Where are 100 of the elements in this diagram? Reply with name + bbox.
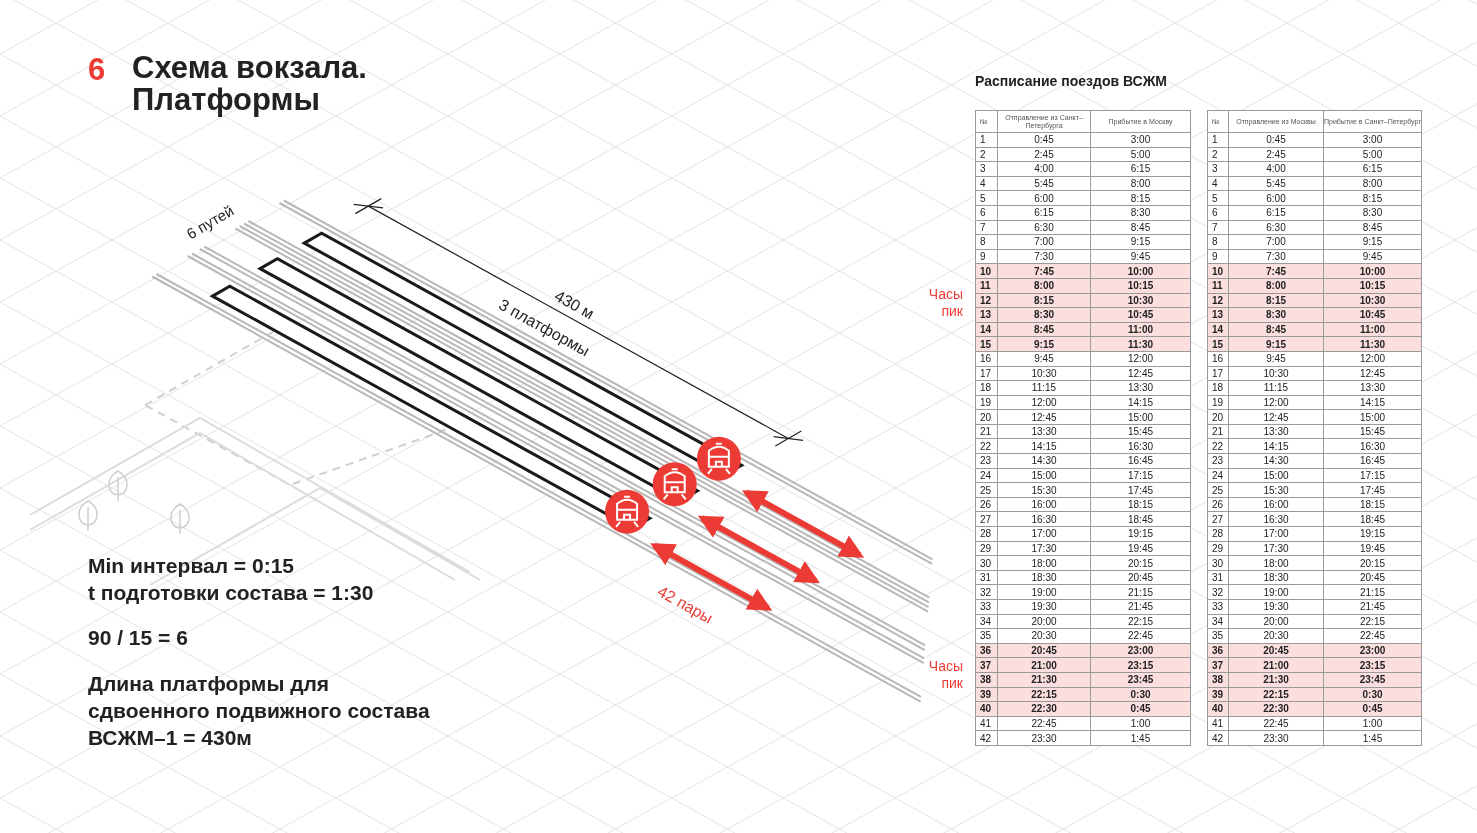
time-cell: 13:30 xyxy=(1090,380,1191,396)
time-cell: 17:00 xyxy=(1228,526,1324,542)
time-cell: 16:30 xyxy=(1090,438,1191,454)
time-cell: 12:00 xyxy=(1228,395,1324,410)
interval-note: Min интервал = 0:15 xyxy=(88,554,294,578)
time-cell: 14:30 xyxy=(1228,453,1324,469)
time-cell: 0:45 xyxy=(997,132,1091,148)
row-number: 28 xyxy=(975,526,998,542)
row-number: 31 xyxy=(1207,570,1229,585)
time-cell: 3:00 xyxy=(1090,132,1191,148)
time-cell: 12:45 xyxy=(997,409,1091,425)
preparation-note: t подготовки состава = 1:30 xyxy=(88,581,374,605)
row-number: 16 xyxy=(1207,351,1229,366)
time-cell: 4:00 xyxy=(997,161,1091,177)
time-cell: 20:15 xyxy=(1323,555,1422,571)
time-cell: 19:45 xyxy=(1090,541,1191,556)
row-number: 27 xyxy=(975,511,998,527)
time-cell: 21:45 xyxy=(1323,599,1422,615)
time-cell: 9:15 xyxy=(1323,234,1422,250)
time-cell: 20:45 xyxy=(1323,570,1422,585)
time-cell: 16:00 xyxy=(1228,497,1324,512)
time-cell: 9:45 xyxy=(1228,351,1324,366)
time-cell: 6:15 xyxy=(1228,205,1324,221)
time-cell: 9:45 xyxy=(1090,249,1191,264)
row-number: 6 xyxy=(1207,205,1229,221)
row-number: 23 xyxy=(1207,453,1229,469)
row-number: 42 xyxy=(1207,730,1229,746)
row-number: 22 xyxy=(1207,438,1229,454)
row-number: 34 xyxy=(1207,614,1229,629)
row-number: 33 xyxy=(1207,599,1229,615)
time-cell: 15:00 xyxy=(1323,409,1422,425)
row-number: 21 xyxy=(1207,424,1229,439)
time-cell: 20:00 xyxy=(997,614,1091,629)
time-cell: 7:30 xyxy=(997,249,1091,264)
time-cell: 19:30 xyxy=(997,599,1091,615)
time-cell: 18:45 xyxy=(1323,511,1422,527)
time-cell: 14:15 xyxy=(997,438,1091,454)
time-cell: 14:15 xyxy=(1090,395,1191,410)
time-cell: 18:00 xyxy=(1228,555,1324,571)
train-pairs-label: 42 пары xyxy=(654,582,716,628)
row-number: 29 xyxy=(975,541,998,556)
time-cell: 12:00 xyxy=(997,395,1091,410)
time-cell: 19:30 xyxy=(1228,599,1324,615)
time-cell: 5:45 xyxy=(1228,176,1324,191)
time-cell: 19:00 xyxy=(997,584,1091,600)
time-cell: 16:45 xyxy=(1323,453,1422,469)
time-cell: 22:45 xyxy=(1323,628,1422,644)
time-cell: 22:45 xyxy=(997,716,1091,731)
time-cell: 15:00 xyxy=(1090,409,1191,425)
row-number: 24 xyxy=(1207,468,1229,483)
time-cell: 17:00 xyxy=(997,526,1091,542)
time-cell: 1:00 xyxy=(1323,716,1422,731)
formula-note: 90 / 15 = 6 xyxy=(88,626,188,650)
time-cell: 21:15 xyxy=(1090,584,1191,600)
row-number: 1 xyxy=(975,132,998,148)
time-cell: 12:45 xyxy=(1090,366,1191,381)
time-cell: 16:30 xyxy=(1228,511,1324,527)
row-number: 29 xyxy=(1207,541,1229,556)
time-cell: 8:30 xyxy=(1323,205,1422,221)
time-cell: 17:15 xyxy=(1323,468,1422,483)
time-cell: 18:45 xyxy=(1090,511,1191,527)
time-cell: 8:15 xyxy=(1090,190,1191,206)
time-cell: 18:30 xyxy=(997,570,1091,585)
section-number: 6 xyxy=(88,52,106,88)
time-cell: 16:00 xyxy=(997,497,1091,512)
time-cell: 8:45 xyxy=(1323,220,1422,235)
row-number: 7 xyxy=(1207,220,1229,235)
time-cell: 13:30 xyxy=(1323,380,1422,396)
time-cell: 12:45 xyxy=(1323,366,1422,381)
time-cell: 12:00 xyxy=(1090,351,1191,366)
row-number: 41 xyxy=(1207,716,1229,731)
time-cell: 17:30 xyxy=(997,541,1091,556)
time-cell: 0:45 xyxy=(1228,132,1324,148)
time-cell: 6:30 xyxy=(997,220,1091,235)
row-number: 20 xyxy=(975,409,998,425)
time-cell: 1:45 xyxy=(1090,730,1191,746)
time-cell: 6:15 xyxy=(1323,161,1422,177)
time-cell: 19:00 xyxy=(1228,584,1324,600)
time-cell: 14:15 xyxy=(1228,438,1324,454)
row-number: 25 xyxy=(975,482,998,498)
table-title: Расписание поездов ВСЖМ xyxy=(975,73,1167,89)
time-cell: 6:15 xyxy=(1090,161,1191,177)
time-cell: 14:30 xyxy=(997,453,1091,469)
time-cell: 17:45 xyxy=(1323,482,1422,498)
row-number: 26 xyxy=(975,497,998,512)
peak-hours-label: Часы пик xyxy=(927,658,963,692)
row-number: 4 xyxy=(1207,176,1229,191)
time-cell: 13:30 xyxy=(1228,424,1324,439)
time-cell: 11:15 xyxy=(997,380,1091,396)
time-cell: 18:30 xyxy=(1228,570,1324,585)
row-number: 17 xyxy=(1207,366,1229,381)
time-cell: 21:15 xyxy=(1323,584,1422,600)
time-cell: 10:30 xyxy=(1228,366,1324,381)
row-number: 9 xyxy=(975,249,998,264)
row-number: 41 xyxy=(975,716,998,731)
time-cell: 16:30 xyxy=(997,511,1091,527)
row-number: 17 xyxy=(975,366,998,381)
time-cell: 20:15 xyxy=(1090,555,1191,571)
row-number: 35 xyxy=(975,628,998,644)
time-cell: 20:30 xyxy=(997,628,1091,644)
